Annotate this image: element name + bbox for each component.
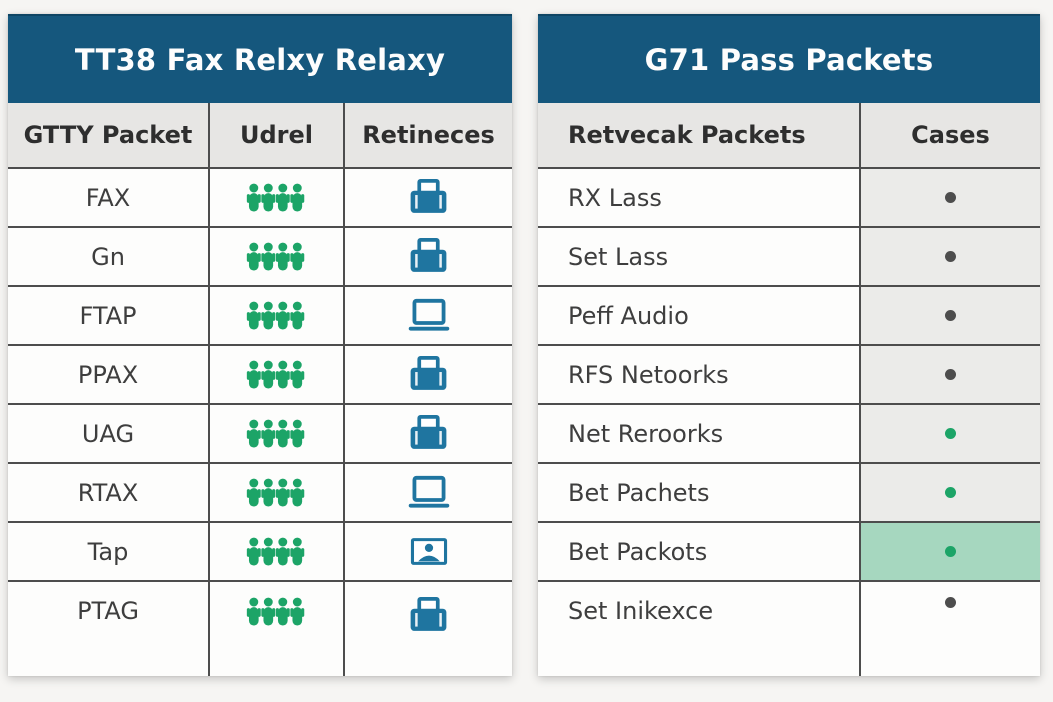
fax-relay-table: TT38 Fax Relxy Relaxy GTTY Packet Udrel … <box>8 14 512 676</box>
table-row: Peff Audio <box>538 287 1040 346</box>
laptop-icon <box>406 297 452 335</box>
photo-icon <box>410 536 448 567</box>
cases-cell <box>861 582 1040 676</box>
packet-name: Net Reroorks <box>538 405 861 462</box>
packet-name: Set Inikexce <box>538 582 861 676</box>
printer-icon <box>406 179 451 216</box>
column-header-retvecak-packets: Retvecak Packets <box>538 103 861 167</box>
people-group-icon <box>246 360 308 389</box>
table-row: UAG <box>8 405 512 464</box>
cases-cell <box>861 523 1040 580</box>
status-dot <box>945 369 956 380</box>
udrel-cell <box>210 228 345 285</box>
packet-label: PTAG <box>8 582 210 676</box>
cases-cell <box>861 169 1040 226</box>
device-cell <box>345 346 512 403</box>
cases-cell <box>861 464 1040 521</box>
fax-relay-table-title: TT38 Fax Relxy Relaxy <box>74 42 446 77</box>
udrel-cell <box>210 582 345 676</box>
people-group-icon <box>246 419 308 448</box>
table-row: Set Inikexce <box>538 582 1040 676</box>
status-dot <box>945 251 956 262</box>
table-row: Set Lass <box>538 228 1040 287</box>
people-group-icon <box>246 183 308 212</box>
printer-icon <box>406 597 451 634</box>
cases-cell <box>861 346 1040 403</box>
packet-name: Bet Pachets <box>538 464 861 521</box>
printer-icon <box>406 415 451 452</box>
pass-packets-column-header: Retvecak Packets Cases <box>538 103 1040 169</box>
packet-label: FAX <box>8 169 210 226</box>
pass-packets-table-body: RX Lass Set Lass Peff Audio RFS <box>538 169 1040 676</box>
table-row: Net Reroorks <box>538 405 1040 464</box>
packet-label: RTAX <box>8 464 210 521</box>
printer-icon <box>406 238 451 275</box>
people-group-icon <box>246 301 308 330</box>
status-dot <box>945 192 956 203</box>
table-row: Tap <box>8 523 512 582</box>
status-dot <box>945 310 956 321</box>
device-cell <box>345 228 512 285</box>
packet-label: UAG <box>8 405 210 462</box>
packet-label: PPAX <box>8 346 210 403</box>
udrel-cell <box>210 287 345 344</box>
packet-label: Tap <box>8 523 210 580</box>
cases-cell <box>861 228 1040 285</box>
printer-icon <box>406 356 451 393</box>
packet-name: Set Lass <box>538 228 861 285</box>
pass-packets-table-title: G71 Pass Packets <box>644 42 934 77</box>
status-dot <box>945 428 956 439</box>
status-dot <box>945 597 956 608</box>
udrel-cell <box>210 523 345 580</box>
packet-name: RFS Netoorks <box>538 346 861 403</box>
table-row: PTAG <box>8 582 512 676</box>
packet-name: Bet Packots <box>538 523 861 580</box>
table-row: Bet Pachets <box>538 464 1040 523</box>
packet-name: Peff Audio <box>538 287 861 344</box>
device-cell <box>345 582 512 676</box>
table-row: FAX <box>8 169 512 228</box>
packet-label: Gn <box>8 228 210 285</box>
column-header-udrel: Udrel <box>210 103 345 167</box>
people-group-icon <box>246 478 308 507</box>
table-row: RTAX <box>8 464 512 523</box>
device-cell <box>345 405 512 462</box>
table-row: RFS Netoorks <box>538 346 1040 405</box>
status-dot <box>945 546 956 557</box>
table-row: Gn <box>8 228 512 287</box>
column-header-retineces: Retineces <box>362 121 495 149</box>
fax-relay-table-header: TT38 Fax Relxy Relaxy <box>8 14 512 103</box>
table-row: FTAP <box>8 287 512 346</box>
column-header-gtty-packet: GTTY Packet <box>8 103 210 167</box>
pass-packets-table-header: G71 Pass Packets <box>538 14 1040 103</box>
udrel-cell <box>210 169 345 226</box>
pass-packets-table: G71 Pass Packets Retvecak Packets Cases … <box>538 14 1040 676</box>
cases-cell <box>861 287 1040 344</box>
udrel-cell <box>210 405 345 462</box>
column-header-cases: Cases <box>911 121 990 149</box>
people-group-icon <box>246 537 308 566</box>
status-dot <box>945 487 956 498</box>
cases-cell <box>861 405 1040 462</box>
device-cell <box>345 464 512 521</box>
table-row: RX Lass <box>538 169 1040 228</box>
udrel-cell <box>210 464 345 521</box>
fax-relay-table-body: FAX Gn <box>8 169 512 676</box>
packet-label: FTAP <box>8 287 210 344</box>
table-row: PPAX <box>8 346 512 405</box>
packet-name: RX Lass <box>538 169 861 226</box>
device-cell <box>345 169 512 226</box>
udrel-cell <box>210 346 345 403</box>
people-group-icon <box>246 597 308 626</box>
fax-relay-column-header: GTTY Packet Udrel Retineces <box>8 103 512 169</box>
device-cell <box>345 287 512 344</box>
people-group-icon <box>246 242 308 271</box>
device-cell <box>345 523 512 580</box>
table-row: Bet Packots <box>538 523 1040 582</box>
laptop-icon <box>406 474 452 512</box>
